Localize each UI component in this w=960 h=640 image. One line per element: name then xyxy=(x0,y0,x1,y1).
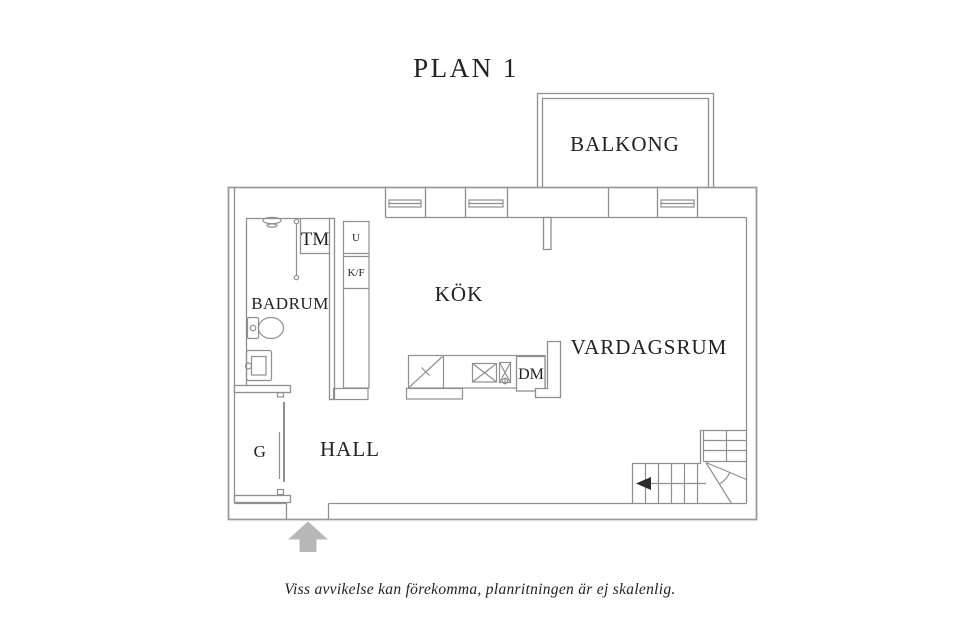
dishwasher: DM xyxy=(515,355,546,392)
bathroom-label: BADRUM xyxy=(251,294,329,313)
bathroom: TM BADRUM xyxy=(233,216,336,401)
shower-screen xyxy=(293,218,300,281)
fridge-freezer-label: K/F xyxy=(347,267,364,279)
sink-icon xyxy=(244,349,273,382)
oven-label: U xyxy=(352,232,360,244)
page-title: PLAN 1 xyxy=(413,53,519,83)
balcony-label: BALKONG xyxy=(570,132,680,156)
living-room-label: VARDAGSRUM xyxy=(571,335,728,359)
shower-icon xyxy=(262,216,282,228)
toilet-icon xyxy=(246,316,285,340)
entrance-arrow-icon xyxy=(288,521,328,552)
stove-icon xyxy=(409,356,443,388)
hall-label: HALL xyxy=(320,437,380,461)
stair-direction-arrow-icon xyxy=(636,477,651,490)
kitchen-sink-icon xyxy=(471,361,512,385)
wardrobe: G xyxy=(233,402,292,504)
wardrobe-label: G xyxy=(254,442,267,461)
appliance-column: U K/F xyxy=(332,220,370,401)
kitchen-label: KÖK xyxy=(435,282,484,306)
dishwasher-label: DM xyxy=(518,366,544,383)
staircase xyxy=(631,429,747,504)
window-icon xyxy=(468,199,504,208)
exterior-walls xyxy=(227,186,758,521)
window-icon xyxy=(388,199,422,208)
window-icon xyxy=(660,199,695,208)
washing-machine: TM xyxy=(299,218,330,255)
washing-machine-label: TM xyxy=(301,229,330,250)
disclaimer-caption: Viss avvikelse kan förekomma, planritnin… xyxy=(284,581,675,598)
kitchen-island: DM xyxy=(405,216,562,400)
balcony: BALKONG xyxy=(536,92,715,188)
